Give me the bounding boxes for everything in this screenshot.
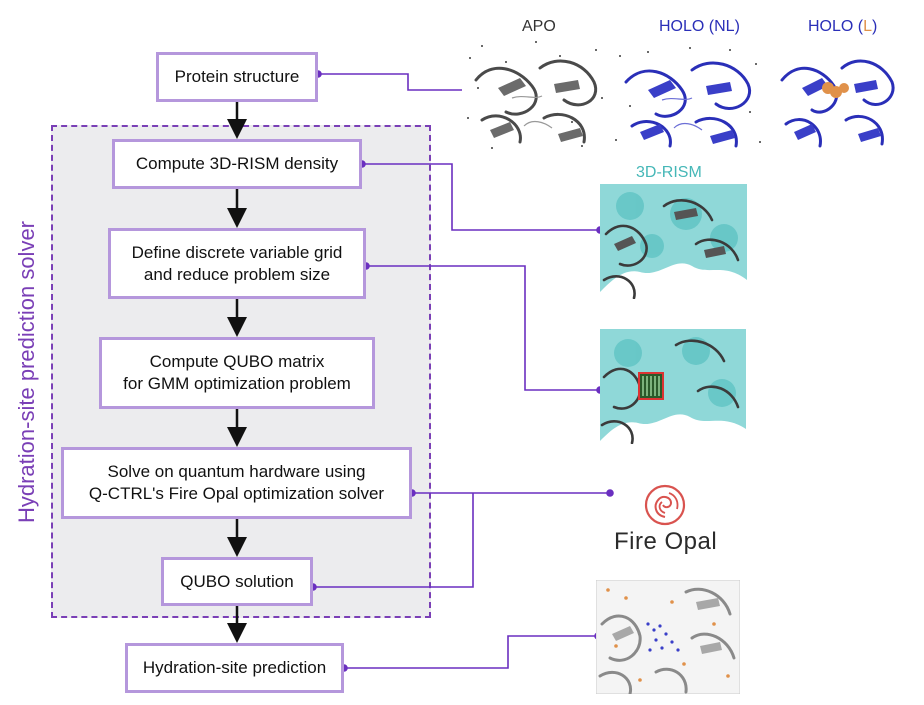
fire-opal-logo-icon — [644, 484, 686, 526]
holo-l-title: HOLO (L) — [808, 18, 878, 35]
protein-structure-label: Protein structure — [174, 67, 300, 86]
holo-nl-title: HOLO (NL) — [659, 18, 740, 35]
purple-connectors — [313, 73, 610, 669]
reference-sites — [606, 588, 730, 682]
compute-qubo-box: Compute QUBO matrix for GMM optimization… — [99, 337, 375, 409]
connector-prediction — [344, 635, 598, 669]
connector-solution — [313, 493, 474, 588]
prediction-label: Hydration-site prediction — [142, 658, 327, 677]
qubo-solution-label: QUBO solution — [180, 571, 294, 591]
ligand-letter: L — [863, 18, 873, 35]
apo-title: APO — [522, 18, 556, 35]
predicted-sites — [646, 622, 680, 652]
protein-structure-box: Protein structure — [156, 52, 318, 102]
apo-protein-image — [462, 38, 610, 156]
qubo-solution-box: QUBO solution — [161, 557, 313, 606]
connector-protein — [318, 73, 474, 91]
solve-line1: Solve on quantum hardware using — [107, 462, 366, 481]
rism-title: 3D-RISM — [636, 164, 702, 181]
compute-qubo-line2: for GMM optimization problem — [123, 374, 351, 393]
solve-quantum-box: Solve on quantum hardware using Q-CTRL's… — [61, 447, 412, 519]
holo-l-protein-image — [772, 40, 906, 156]
compute-density-box: Compute 3D-RISM density — [112, 139, 362, 189]
define-grid-box: Define discrete variable grid and reduce… — [108, 228, 366, 299]
define-grid-line1: Define discrete variable grid — [131, 242, 343, 262]
hydration-prediction-image — [596, 580, 740, 694]
fire-opal-name: Fire Opal — [614, 528, 718, 555]
solve-line2: Q-CTRL's Fire Opal optimization solver — [88, 484, 385, 503]
compute-density-label: Compute 3D-RISM density — [135, 154, 339, 173]
variable-grid-lines — [642, 376, 660, 396]
rism-density-image — [600, 184, 747, 299]
ligand-marker — [822, 82, 849, 98]
compute-qubo-line1: Compute QUBO matrix — [149, 352, 325, 371]
connector-grid — [366, 265, 600, 391]
connector-density — [362, 163, 600, 231]
prediction-box: Hydration-site prediction — [125, 643, 344, 693]
holo-nl-protein-image — [610, 42, 765, 156]
grid-reduction-image — [600, 329, 746, 444]
define-grid-line2: and reduce problem size — [143, 264, 331, 284]
